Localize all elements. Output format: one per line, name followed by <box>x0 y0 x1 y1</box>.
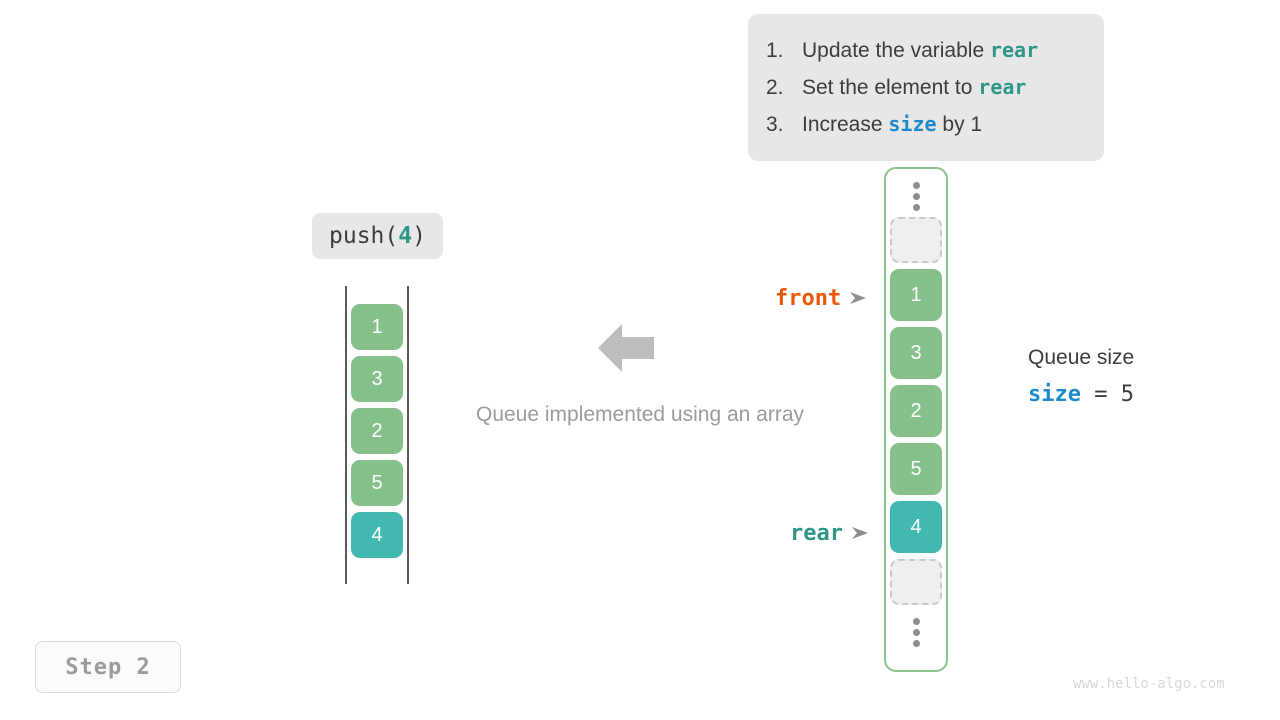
dot <box>912 181 920 189</box>
instruction-number: 2. <box>766 76 784 99</box>
operation-close-paren: ) <box>412 223 426 249</box>
instruction-item: 3. Increase size by 1 <box>766 106 1082 143</box>
queue-cell: 1 <box>890 269 942 321</box>
queue-size-title: Queue size <box>1028 346 1135 369</box>
rear-pointer: rear <box>790 521 870 546</box>
array-cell: 3 <box>351 356 403 402</box>
queue-cell: 3 <box>890 327 942 379</box>
queue-size-readout: Queue size size = 5 <box>1028 343 1134 409</box>
array-cell-new: 4 <box>351 512 403 558</box>
instruction-item: 1. Update the variable rear <box>766 32 1082 69</box>
array-rail-right <box>407 286 409 584</box>
left-arrow-icon <box>596 320 656 376</box>
ellipsis-dots-top-icon <box>890 175 942 217</box>
pointer-arrowhead-icon <box>850 286 868 311</box>
instruction-text-pre: Increase <box>802 113 889 136</box>
operation-label: push(4) <box>312 213 443 259</box>
instructions-panel: 1. Update the variable rear 2. Set the e… <box>748 14 1104 161</box>
dot <box>912 617 920 625</box>
step-badge: Step 2 <box>35 641 181 693</box>
queue-cell: 2 <box>890 385 942 437</box>
front-pointer: front <box>775 286 868 311</box>
queue-size-expression: size = 5 <box>1028 381 1134 409</box>
ellipsis-dots-bottom-icon <box>890 611 942 653</box>
operation-argument: 4 <box>398 223 413 249</box>
queue-empty-slot-bottom <box>890 559 942 605</box>
queue-cell: 5 <box>890 443 942 495</box>
instruction-text: Update the variable rear <box>802 32 1038 69</box>
dot <box>912 203 920 211</box>
queue-cell-new: 4 <box>890 501 942 553</box>
size-value: 5 <box>1120 382 1134 407</box>
array-representation: 1 3 2 5 4 <box>345 286 409 584</box>
array-cell: 5 <box>351 460 403 506</box>
diagram-caption: Queue implemented using an array <box>475 403 805 426</box>
front-pointer-label: front <box>775 286 842 311</box>
watermark: www.hello-algo.com <box>1073 676 1225 692</box>
keyword-size: size <box>888 112 937 136</box>
instruction-item: 2. Set the element to rear <box>766 69 1082 106</box>
array-rail-left <box>345 286 347 584</box>
array-cell: 2 <box>351 408 403 454</box>
array-cell: 1 <box>351 304 403 350</box>
size-operator: = <box>1080 382 1121 407</box>
dot <box>912 639 920 647</box>
instruction-text: Set the element to rear <box>802 69 1026 106</box>
keyword-rear: rear <box>978 75 1027 99</box>
instruction-text-pre: Update the variable <box>802 39 990 62</box>
size-variable: size <box>1028 382 1081 407</box>
instruction-text: Increase size by 1 <box>802 106 982 143</box>
array-cell-list: 1 3 2 5 4 <box>351 304 403 564</box>
keyword-rear: rear <box>989 38 1039 62</box>
queue-representation: 1 3 2 5 4 <box>884 167 948 672</box>
queue-cell-list: 1 3 2 5 4 <box>890 175 942 653</box>
operation-name: push( <box>329 223 399 249</box>
dot <box>912 192 920 200</box>
dot <box>912 628 920 636</box>
instruction-number: 3. <box>766 113 784 136</box>
instruction-number: 1. <box>766 39 784 62</box>
pointer-arrowhead-icon <box>851 521 870 546</box>
rear-pointer-label: rear <box>790 521 843 546</box>
instruction-text-post: by 1 <box>936 113 983 136</box>
queue-empty-slot-top <box>890 217 942 263</box>
instruction-text-pre: Set the element to <box>802 76 979 99</box>
